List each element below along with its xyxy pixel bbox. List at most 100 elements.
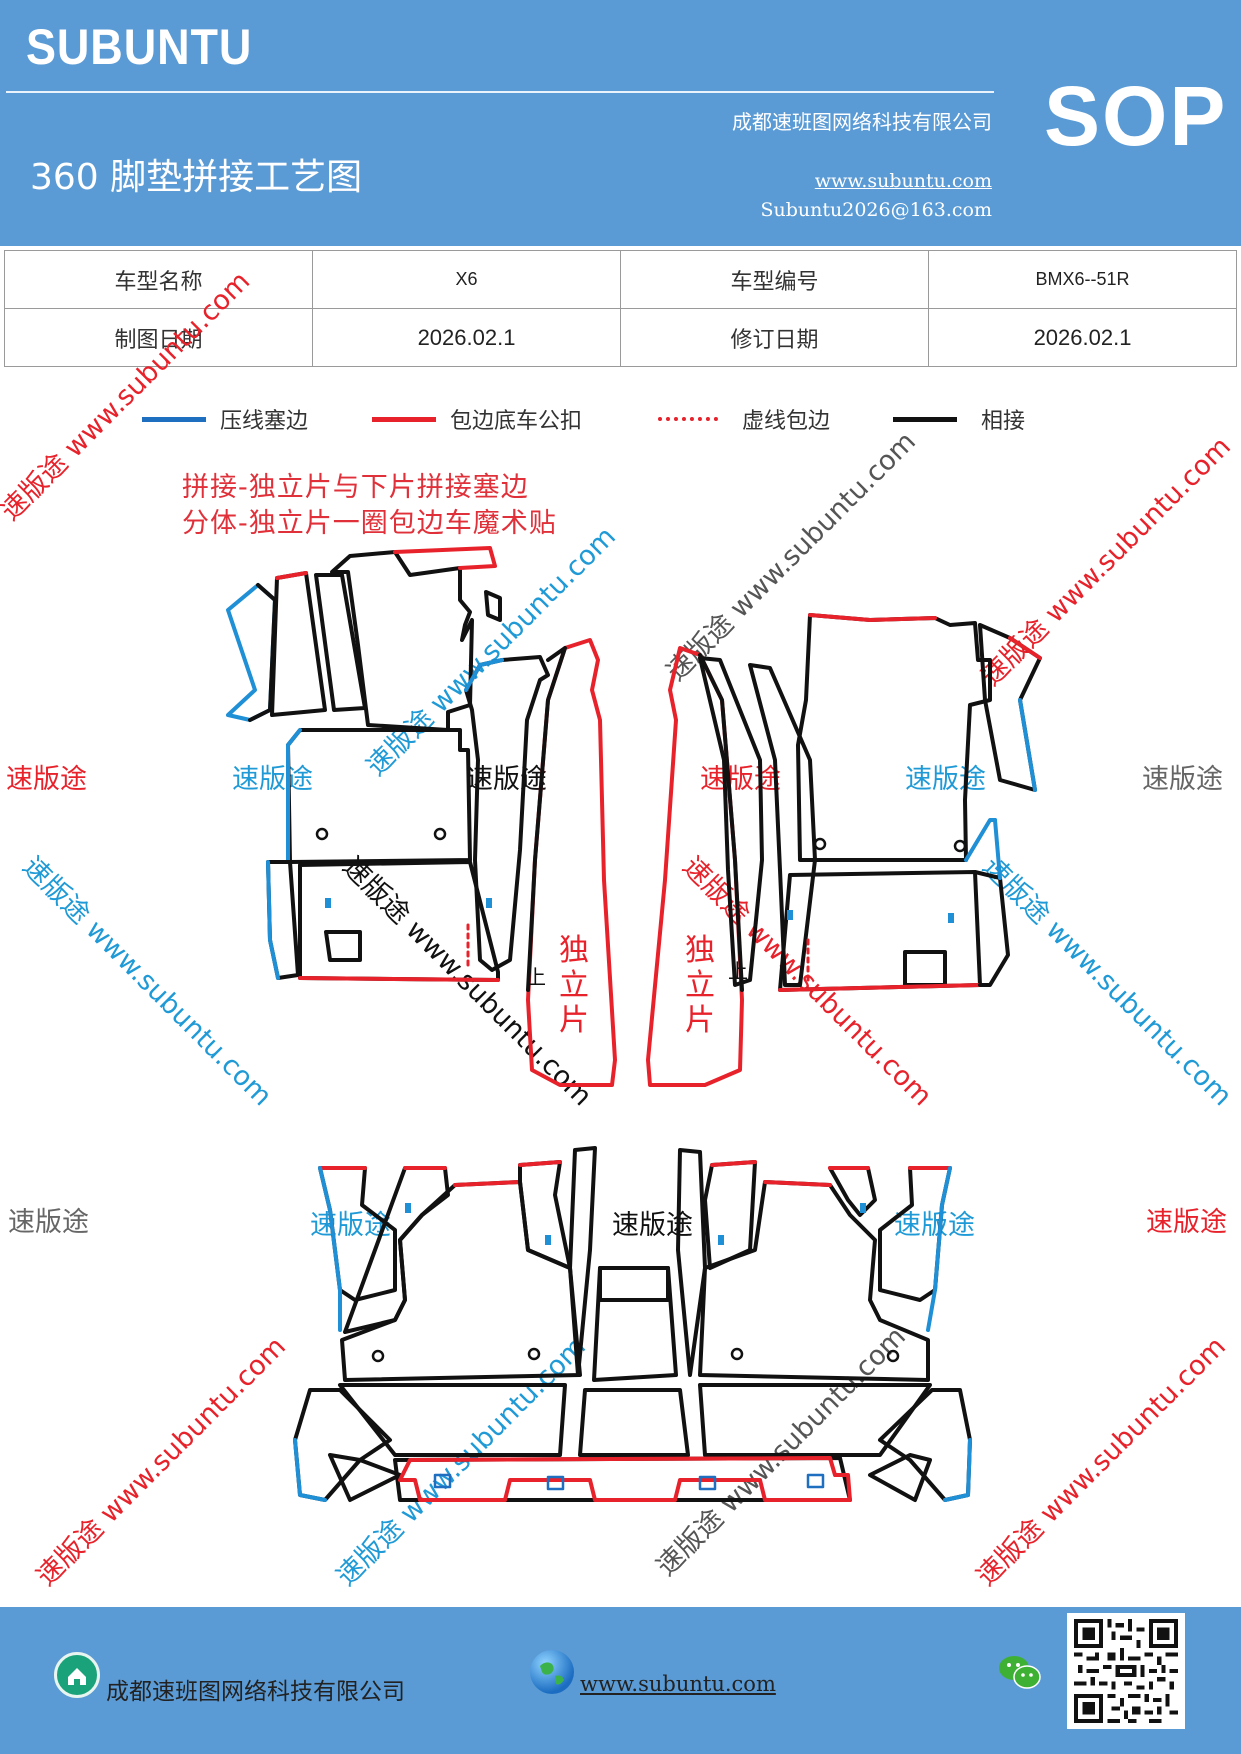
legend-item-dashed-hem: 虚线包边 bbox=[658, 402, 830, 436]
watermark-brand: 速版途 bbox=[612, 1210, 693, 1241]
fastener-hole bbox=[953, 839, 967, 853]
table-row: 制图日期 2026.02.1 修订日期 2026.02.1 bbox=[4, 308, 1237, 367]
mat-piece-outline bbox=[286, 728, 302, 864]
legend-swatch-red bbox=[372, 416, 436, 422]
legend-label: 相接 bbox=[981, 409, 1026, 434]
watermark-url: 速版途 www.subuntu.com bbox=[975, 431, 1237, 693]
mat-piece-outline bbox=[868, 1453, 932, 1502]
model-code-label: 车型编号 bbox=[620, 250, 929, 309]
mat-piece-outline bbox=[393, 546, 497, 570]
note-line: 分体-独立片一圈包边车魔术贴 bbox=[182, 508, 557, 539]
header-banner: SUBUNTU 360 脚垫拼接工艺图 成都速班图网络科技有限公司 www.su… bbox=[0, 0, 1241, 246]
mat-piece-outline bbox=[266, 860, 300, 980]
legend-swatch-red-dotted bbox=[658, 417, 718, 421]
mat-piece-outline bbox=[293, 1388, 392, 1502]
revise-date-value: 2026.02.1 bbox=[928, 308, 1237, 367]
clip-slot bbox=[787, 910, 793, 920]
mat-piece-outline bbox=[328, 1453, 402, 1502]
mat-piece-outline bbox=[703, 1160, 757, 1270]
watermark-url: 速版途 www.subuntu.com bbox=[660, 426, 922, 688]
mat-piece-outline bbox=[796, 613, 992, 862]
watermark-brand: 速版途 bbox=[700, 764, 781, 795]
vehicle-info-table: 车型名称 X6 车型编号 BMX6--51R 制图日期 2026.02.1 修订… bbox=[4, 250, 1237, 367]
rear-mat-group bbox=[293, 1146, 972, 1502]
legend-item-press-line: 压线塞边 bbox=[142, 402, 308, 436]
mat-piece-outline bbox=[903, 950, 947, 987]
clip-slot bbox=[545, 1235, 551, 1245]
draw-date-label: 制图日期 bbox=[4, 308, 313, 367]
clip-slot bbox=[860, 1203, 866, 1213]
watermark-url: 速版途 www.subuntu.com bbox=[30, 1331, 292, 1593]
joint-mark: 上 bbox=[526, 965, 546, 989]
clip-slot bbox=[325, 898, 331, 908]
header-email[interactable]: Subuntu2026@163.com bbox=[760, 199, 992, 221]
mat-piece-outline bbox=[943, 1438, 972, 1502]
mat-piece-outline bbox=[518, 1160, 562, 1167]
header-company-name: 成都速班图网络科技有限公司 bbox=[732, 110, 992, 134]
document-title: 360 脚垫拼接工艺图 bbox=[30, 157, 363, 198]
mat-piece-outline bbox=[1018, 698, 1037, 792]
mat-piece-outline bbox=[518, 1160, 572, 1270]
fastener-hole bbox=[371, 1349, 385, 1363]
mat-piece-outline bbox=[314, 573, 367, 712]
clip-slot bbox=[948, 913, 954, 923]
header-website-link[interactable]: www.subuntu.com bbox=[814, 170, 992, 192]
legend-label: 压线塞边 bbox=[220, 409, 309, 434]
watermark-brand: 速版途 bbox=[8, 1207, 89, 1238]
model-name-value: X6 bbox=[312, 250, 621, 309]
qr-code[interactable] bbox=[1067, 1613, 1185, 1729]
fastener-hole bbox=[315, 827, 329, 841]
draw-date-value: 2026.02.1 bbox=[312, 308, 621, 367]
independent-piece-char: 立 bbox=[559, 968, 589, 1003]
mat-piece-outline bbox=[710, 1160, 757, 1167]
clip-slot bbox=[806, 1473, 825, 1489]
independent-piece-char: 独 bbox=[685, 933, 715, 968]
legend-item-joined: 相接 bbox=[893, 402, 1025, 436]
mat-piece-outline bbox=[464, 655, 550, 972]
mat-piece-outline bbox=[598, 1266, 670, 1302]
watermark-url: 速版途 www.subuntu.com bbox=[650, 1321, 912, 1583]
clip-slot bbox=[546, 1475, 565, 1491]
legend-item-hem-edge: 包边底车公扣 bbox=[372, 402, 582, 436]
mat-piece-outline bbox=[453, 1180, 522, 1187]
independent-piece-left bbox=[526, 638, 617, 1087]
brand-logo-text: SUBUNTU bbox=[26, 19, 253, 75]
watermark-brand: 速版途 bbox=[232, 764, 313, 795]
globe-icon bbox=[530, 1650, 574, 1694]
watermark-brand: 速版途 bbox=[466, 764, 547, 795]
mat-piece-outline bbox=[324, 930, 362, 962]
mat-piece-outline bbox=[592, 1266, 678, 1382]
wechat-icon bbox=[996, 1652, 1044, 1692]
mat-piece-outline bbox=[926, 1166, 952, 1332]
footer-website-link[interactable]: www.subuntu.com bbox=[580, 1672, 776, 1696]
watermark-brand: 速版途 bbox=[6, 764, 87, 795]
mat-piece-outline bbox=[676, 1148, 707, 1377]
fastener-hole bbox=[433, 827, 447, 841]
legend-swatch-black bbox=[893, 416, 957, 422]
mat-piece-outline bbox=[578, 1388, 690, 1457]
independent-piece-inner bbox=[526, 646, 567, 992]
watermark-url: 速版途 www.subuntu.com bbox=[336, 851, 598, 1113]
watermark-url: 速版途 www.subuntu.com bbox=[970, 1331, 1232, 1593]
footer-company-name: 成都速班图网络科技有限公司 bbox=[106, 1679, 405, 1705]
watermark-url: 速版途 www.subuntu.com bbox=[360, 521, 622, 783]
mat-piece-outline bbox=[763, 1180, 832, 1187]
watermark-url: 速版途 www.subuntu.com bbox=[330, 1331, 592, 1593]
watermark-url: 速版途 www.subuntu.com bbox=[16, 851, 278, 1113]
header-divider bbox=[6, 91, 994, 93]
clip-slot bbox=[718, 1235, 724, 1245]
sop-badge: SOP bbox=[1044, 69, 1228, 163]
mat-piece-outline bbox=[266, 860, 280, 980]
legend-label: 包边底车公扣 bbox=[450, 409, 583, 434]
clip-slot bbox=[405, 1203, 411, 1213]
mat-piece-outline bbox=[318, 1166, 342, 1332]
mat-piece-outline bbox=[964, 818, 997, 862]
home-icon bbox=[54, 1652, 100, 1698]
mat-piece-outline bbox=[226, 583, 277, 722]
note-line: 拼接-独立片与下片拼接塞边 bbox=[182, 472, 529, 503]
mat-piece-outline bbox=[293, 1438, 327, 1502]
mat-piece-outline bbox=[270, 571, 327, 717]
watermark-url: 速版途 www.subuntu.com bbox=[676, 851, 938, 1113]
mat-piece-outline bbox=[275, 571, 308, 580]
independent-piece-char: 独 bbox=[559, 933, 589, 968]
